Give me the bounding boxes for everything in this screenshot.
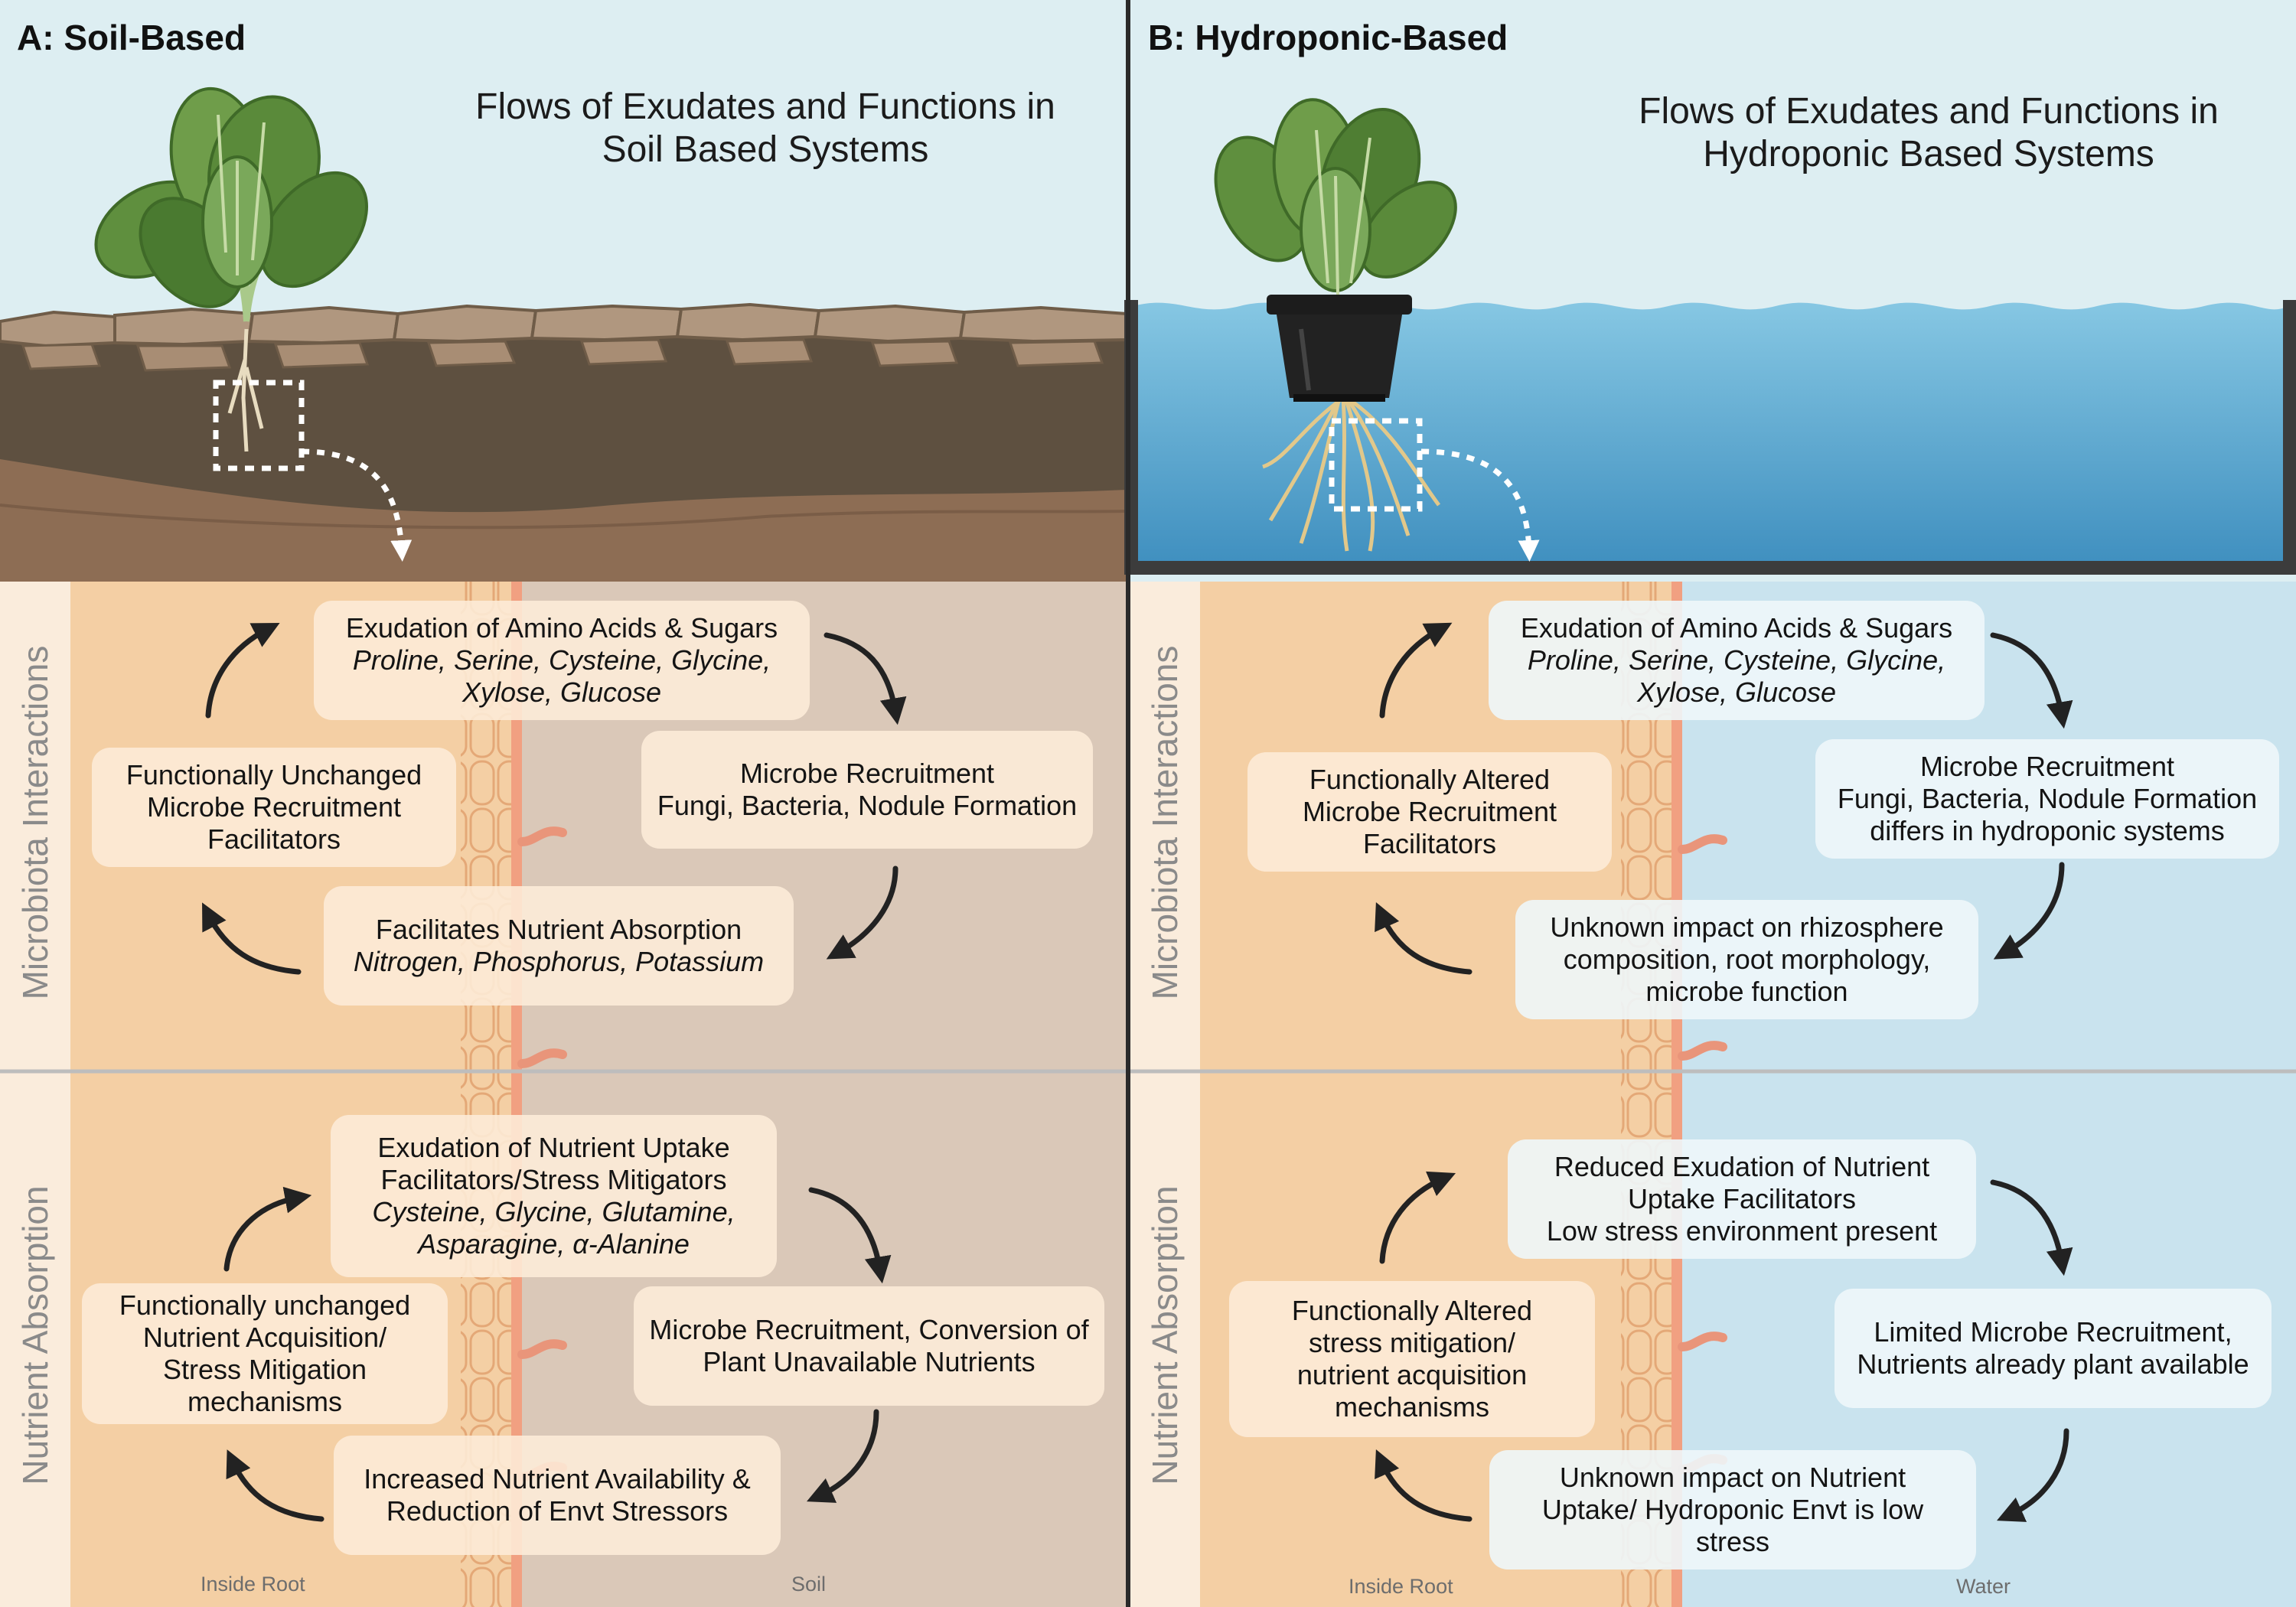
flow-box-function: Increased Nutrient Availability & Reduct… [334,1436,781,1555]
cracked-topsoil [0,302,1128,348]
curved-arrow-icon [1993,862,2065,960]
magnify-box-icon [213,380,305,471]
curved-arrow-icon [1990,1179,2073,1276]
zone-label-water: Water [1956,1575,2011,1598]
panel-b-title: B: Hydroponic-Based [1148,18,1508,57]
panel-a-header: Flows of Exudates and Functions in Soil … [475,86,1055,170]
curved-arrow-icon [205,623,280,719]
panel-a-title: A: Soil-Based [17,18,246,57]
flow-box-recruitment: Microbe Recruitment, Conversion of Plant… [634,1286,1104,1406]
curved-arrow-icon [1990,632,2073,729]
magnify-box-icon [1329,418,1423,512]
flow-box-function: Facilitates Nutrient Absorption Nitrogen… [324,886,794,1006]
flow-box-recruitment: Microbe Recruitment Fungi, Bacteria, Nod… [641,731,1093,849]
zone-label-soil: Soil [791,1573,827,1596]
hydroponic-pot-icon [1267,295,1412,402]
flow-box-recruitment: Microbe Recruitment Fungi, Bacteria, Nod… [1815,739,2279,859]
flow-box-outcome: Functionally Unchanged Microbe Recruitme… [92,748,456,867]
flow-box-outcome: Functionally Altered stress mitigation/ … [1229,1281,1595,1437]
flow-box-exudation: Exudation of Amino Acids & Sugars Prolin… [314,601,810,720]
root-hair-icon [227,328,264,452]
curved-arrow-icon [223,1186,312,1272]
flow-box-function: Unknown impact on Nutrient Uptake/ Hydro… [1489,1450,1976,1570]
flow-box-exudation: Reduced Exudation of Nutrient Uptake Fac… [1508,1139,1976,1259]
spinach-plant-icon [1214,98,1457,295]
curved-arrow-icon [823,632,907,725]
curved-arrow-icon [202,902,302,975]
curved-arrow-icon [1375,1449,1473,1522]
curved-arrow-icon [807,1409,879,1503]
curved-arrow-icon [301,448,413,562]
panel-b-header: Flows of Exudates and Functions in Hydro… [1639,91,2219,174]
section-label-microbiota: Microbiota Interactions [15,645,55,1000]
flow-box-exudation: Exudation of Amino Acids & Sugars Prolin… [1489,601,1985,720]
flow-box-function: Unknown impact on rhizosphere compositio… [1515,900,1978,1019]
curved-arrow-icon [1379,1171,1456,1264]
cycle-arrows [202,622,2073,1522]
curved-arrow-icon [1375,902,1473,975]
soil-scene [0,0,1128,582]
flow-box-exudation: Exudation of Nutrient Uptake Facilitator… [331,1115,777,1277]
curved-arrow-icon [226,1449,325,1522]
hydroponic-tank [1124,300,2296,575]
section-label-microbiota: Microbiota Interactions [1145,645,1185,1000]
curved-arrow-icon [808,1187,892,1284]
curved-arrow-icon [826,865,899,960]
spinach-plant-icon [94,86,368,322]
section-label-nutrient: Nutrient Absorption [1145,1185,1185,1485]
flow-box-outcome: Functionally Altered Microbe Recruitment… [1247,752,1612,872]
flow-box-outcome: Functionally unchanged Nutrient Acquisit… [82,1283,448,1424]
curved-arrow-icon [1420,448,1540,562]
flow-box-recruitment: Limited Microbe Recruitment, Nutrients a… [1835,1289,2272,1408]
zone-label-inside-root: Inside Root [1349,1575,1453,1598]
zone-label-inside-root: Inside Root [201,1573,305,1596]
curved-arrow-icon [1997,1428,2069,1522]
curved-arrow-icon [1379,622,1453,719]
section-label-nutrient: Nutrient Absorption [15,1185,55,1485]
hydroponic-scene [1124,0,2296,582]
